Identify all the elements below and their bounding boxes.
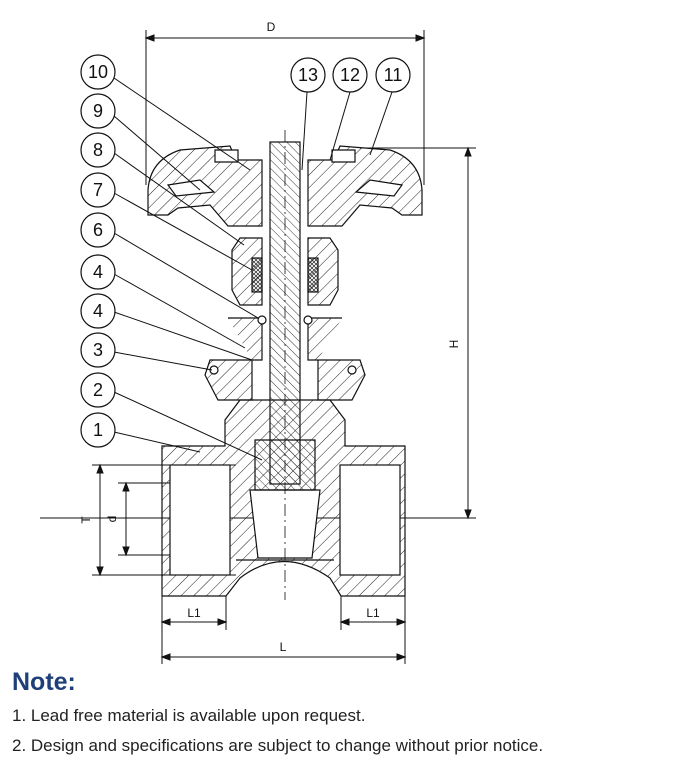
callout-4-lower: 4 xyxy=(80,293,116,329)
callout-10: 10 xyxy=(80,54,116,90)
svg-text:3: 3 xyxy=(93,340,103,360)
callout-3: 3 xyxy=(80,332,116,368)
callout-7: 7 xyxy=(80,172,116,208)
dimension-labels: D H T d L1 L1 L xyxy=(79,20,461,654)
leader-lines xyxy=(113,77,393,461)
svg-text:6: 6 xyxy=(93,220,103,240)
svg-text:9: 9 xyxy=(93,101,103,121)
callout-6: 6 xyxy=(80,212,116,248)
handwheel xyxy=(147,145,423,227)
dim-label-T: T xyxy=(79,516,93,524)
callout-4-upper: 4 xyxy=(80,254,116,290)
dim-label-D: D xyxy=(267,20,276,34)
svg-text:7: 7 xyxy=(93,180,103,200)
svg-text:4: 4 xyxy=(93,301,103,321)
svg-text:2: 2 xyxy=(93,380,103,400)
dim-label-L1-right: L1 xyxy=(366,606,380,620)
callout-2: 2 xyxy=(80,372,116,408)
svg-text:12: 12 xyxy=(340,65,360,85)
dim-label-H: H xyxy=(447,340,461,349)
svg-text:8: 8 xyxy=(93,140,103,160)
callout-12: 12 xyxy=(332,57,368,93)
callouts: 10 9 8 7 6 4 4 3 xyxy=(80,54,411,448)
callout-8: 8 xyxy=(80,132,116,168)
valve-body xyxy=(161,399,406,597)
note-item-1: 1. Lead free material is available upon … xyxy=(12,706,366,725)
svg-text:1: 1 xyxy=(93,420,103,440)
svg-text:11: 11 xyxy=(384,65,403,85)
svg-text:10: 10 xyxy=(88,62,108,82)
callout-13: 13 xyxy=(290,57,326,93)
valve-cross-section-diagram: 10 9 8 7 6 4 4 3 xyxy=(40,20,476,664)
note-item-2: 2. Design and specifications are subject… xyxy=(12,736,544,755)
dim-label-L: L xyxy=(280,640,287,654)
dim-label-L1-left: L1 xyxy=(187,606,201,620)
bonnet xyxy=(204,237,366,401)
dim-label-d: d xyxy=(105,516,119,523)
callout-11: 11 xyxy=(375,57,411,93)
svg-text:13: 13 xyxy=(298,65,318,85)
svg-text:4: 4 xyxy=(93,262,103,282)
callout-9: 9 xyxy=(80,93,116,129)
callout-1: 1 xyxy=(80,412,116,448)
note-title: Note: xyxy=(12,668,76,696)
